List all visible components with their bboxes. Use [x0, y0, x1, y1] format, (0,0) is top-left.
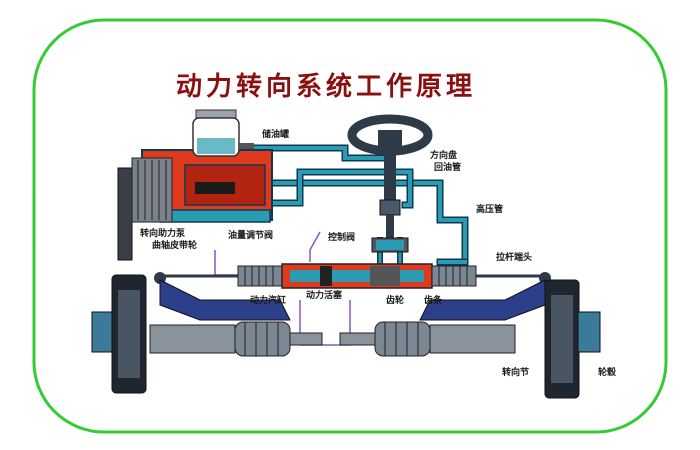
left-wheel-assembly: [91, 274, 323, 394]
label-hub: 轮毂: [598, 366, 616, 378]
right-wheel-assembly: [339, 279, 601, 399]
label-reservoir: 储油罐: [262, 128, 289, 140]
label-power-pump: 转向助力泵: [140, 227, 186, 239]
label-flow-valve: 油量调节阀: [228, 229, 273, 241]
label-power-cylinder: 动力汽缸: [250, 294, 286, 306]
steering-wheel: [347, 114, 433, 240]
labels: 储油罐 方向盘 回油管 高压管 转向助力泵 曲轴皮带轮 油量调节阀 控制阀 拉杆…: [140, 128, 616, 378]
label-power-piston: 动力活塞: [306, 289, 343, 301]
diagram-title: 动力转向系统工作原理: [176, 71, 476, 102]
control-valve: [371, 237, 409, 253]
pump-pulley: [117, 157, 173, 261]
label-steering-wheel: 方向盘: [430, 149, 457, 161]
label-pinion: 齿轮: [386, 294, 404, 306]
label-return-pipe: 回油管: [434, 161, 461, 173]
label-knuckle: 转向节: [502, 366, 529, 378]
fluid-reservoir: [192, 109, 254, 157]
label-tie-rod-end: 拉杆端头: [496, 251, 532, 263]
label-high-pressure-pipe: 高压管: [476, 203, 503, 215]
label-rack: 齿条: [424, 294, 443, 306]
steering-rack: [154, 263, 551, 289]
label-control-valve: 控制阀: [328, 231, 355, 243]
label-crank-pulley: 曲轴皮带轮: [152, 239, 197, 251]
